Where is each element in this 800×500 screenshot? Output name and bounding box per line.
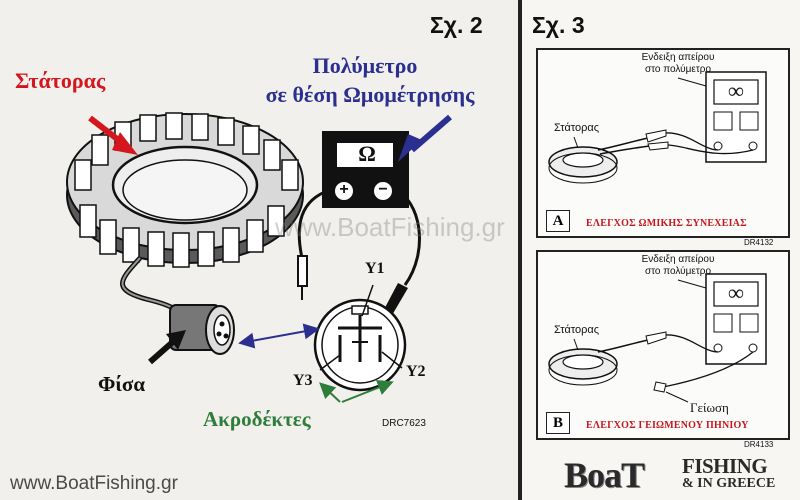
multimeter-drawing [297,131,421,322]
panel-a-drawing [548,71,767,184]
stator-label: Στάτορας [15,68,106,93]
footer-url: www.BoatFishing.gr [10,473,178,494]
panel-b: Ενδειξη απείρου στο πολύμετρο ∞ Στάτορας… [536,250,790,440]
panel-b-meter-note-line1: Ενδειξη απείρου [641,254,715,265]
logo-in-greece: & IN GREECE [682,476,776,491]
terminal-y1-label: Y1 [365,260,385,277]
panel-b-infinity: ∞ [728,280,744,305]
panel-a-infinity: ∞ [728,78,744,103]
ohm-symbol: Ω [358,141,376,166]
multimeter-label-line1: Πολύμετρο [312,53,418,78]
figure-2-drawing [66,112,452,403]
figure-2-panel: Σχ. 2 Στάτορας Πολύμετρο σε θέση Ωμομέτρ… [10,12,505,494]
figure-2-code: DRC7623 [382,418,426,429]
terminal-face-drawing [313,284,407,392]
panel-b-letter: B [546,412,570,434]
panel-b-code: DR4133 [744,440,774,449]
panel-a-meter-note-line1: Ενδειξη απείρου [641,52,715,63]
panel-a-stator-label: Στάτορας [554,122,600,134]
panel-a-code: DR4132 [744,238,774,247]
terminals-label: Ακροδέκτες [203,407,311,431]
panel-b-drawing [548,273,767,403]
multimeter-label-line2: σε θέση Ωμομέτρησης [265,82,475,107]
logo-fishing: FISHING [682,454,768,478]
stator-drawing [66,112,304,323]
panel-a-letter: A [546,210,570,232]
plug-label: Φίσα [98,372,146,396]
minus-terminal: − [378,181,388,198]
figure-2-label: Σχ. 2 [430,12,483,38]
terminal-y2-label: Y2 [406,363,426,380]
logo-boat: BoaT [564,455,645,495]
terminal-y3-label: Y3 [293,372,313,389]
panel-b-stator-label: Στάτορας [554,324,600,336]
boatfishing-logo: BoaT FISHING & IN GREECE [564,452,796,496]
figure-3-label: Σχ. 3 [532,12,585,38]
panel-a-caption: ΕΛΕΓΧΟΣ ΩΜΙΚΗΣ ΣΥΝΕΧΕΙΑΣ [586,218,747,229]
plug-drawing [169,304,235,355]
panel-b-ground-label: Γείωση [690,400,729,415]
annotation-arrows [88,114,452,403]
panel-b-meter-note-line2: στο πολύμετρο [644,266,712,277]
panel-a-meter-note-line2: στο πολύμετρο [644,64,712,75]
panel-b-caption: ΕΛΕΓΧΟΣ ΓΕΙΩΜΕΝΟΥ ΠΗΝΙΟΥ [586,420,749,431]
panel-divider [518,0,522,500]
panel-a: Ενδειξη απείρου στο πολύμετρο ∞ Στάτορας… [536,48,790,238]
figure-3-panel: Σχ. 3 Ενδειξη απείρου στο πολύμετρο ∞ Στ… [522,0,800,500]
plus-terminal: + [339,181,349,198]
watermark: www.BoatFishing.gr [275,212,505,242]
